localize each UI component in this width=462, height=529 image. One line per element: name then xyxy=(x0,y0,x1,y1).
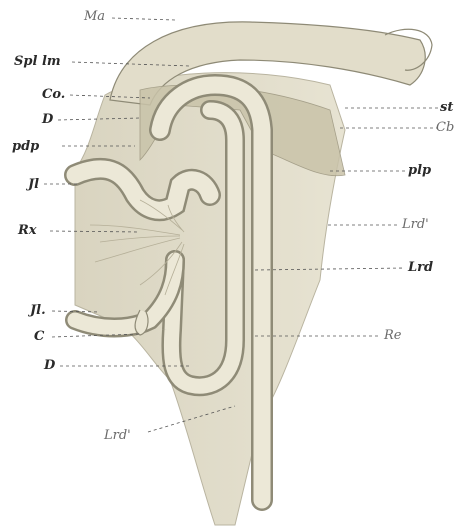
label-lrd-upper: Lrd' xyxy=(402,218,429,231)
label-plp: plp xyxy=(408,164,431,177)
label-re: Re xyxy=(384,329,401,342)
label-cb: Cb xyxy=(436,121,454,134)
label-st: st xyxy=(440,101,453,114)
label-c: C xyxy=(34,330,44,343)
label-d-top: D xyxy=(42,113,53,126)
label-jl-top: Jl xyxy=(28,178,39,191)
label-spl-lm: Spl lm xyxy=(14,55,61,68)
label-pdp: pdp xyxy=(12,140,39,153)
label-jl-bottom: Jl. xyxy=(30,304,46,317)
label-lrd-middle: Lrd xyxy=(408,261,433,274)
label-co: Co. xyxy=(42,88,65,101)
label-ma: Ma xyxy=(84,10,105,23)
label-rx: Rx xyxy=(18,224,37,237)
label-lrd-lower: Lrd' xyxy=(104,429,131,442)
label-d-bottom: D xyxy=(44,359,55,372)
